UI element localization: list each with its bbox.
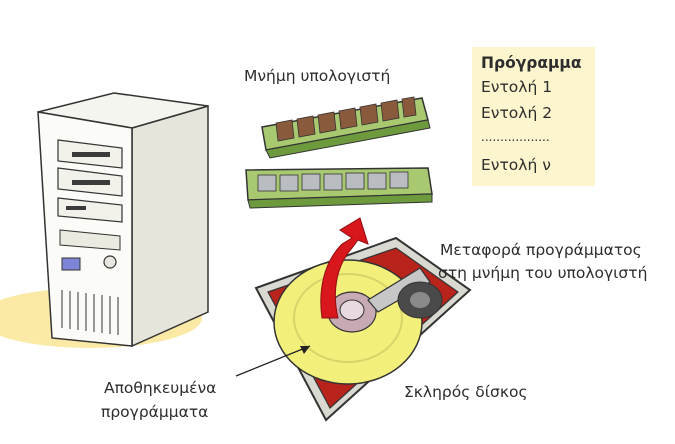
pointer-arrowhead <box>300 346 310 354</box>
transfer-label-line-1: Μεταφορά προγράμματος <box>440 241 642 259</box>
drive-slot-2 <box>72 180 110 185</box>
program-title: Πρόγραμμα <box>481 54 582 72</box>
program-line-1: Εντολή 1 <box>481 78 553 96</box>
tower-side <box>131 105 209 348</box>
stored-programs-label-line-2: προγράμματα <box>101 403 209 421</box>
memory-chips-top <box>275 96 417 142</box>
program-line-2: Εντολή 2 <box>481 104 553 122</box>
drive-slot-3 <box>66 206 86 210</box>
transfer-label-line-2: στη μνήμη του υπολογιστή <box>438 264 648 282</box>
badge-icon <box>61 257 81 271</box>
memory-module-bottom <box>245 167 433 209</box>
drive-slot-1 <box>72 152 110 157</box>
computer-tower <box>0 92 209 348</box>
hard-disk-label: Σκληρός δίσκος <box>404 383 528 401</box>
program-line-ellipsis: .................. <box>481 130 550 144</box>
memory-chips-bottom <box>257 171 409 192</box>
vent-grille <box>61 290 119 335</box>
panel-1 <box>59 229 121 251</box>
drive-bay-3 <box>57 197 123 223</box>
stored-programs-label-line-1: Αποθηκευμένα <box>104 379 217 397</box>
program-box: Πρόγραμμα Εντολή 1 Εντολή 2 ............… <box>472 47 595 186</box>
hard-disk <box>254 236 472 422</box>
pointer-line <box>235 345 311 377</box>
program-line-n: Εντολή ν <box>481 156 551 174</box>
read-arm <box>367 267 431 313</box>
memory-module-top <box>261 96 431 159</box>
transfer-arrow-icon <box>320 217 369 319</box>
memory-label: Μνήμη υπολογιστή <box>244 67 391 85</box>
power-button-icon <box>103 255 117 269</box>
